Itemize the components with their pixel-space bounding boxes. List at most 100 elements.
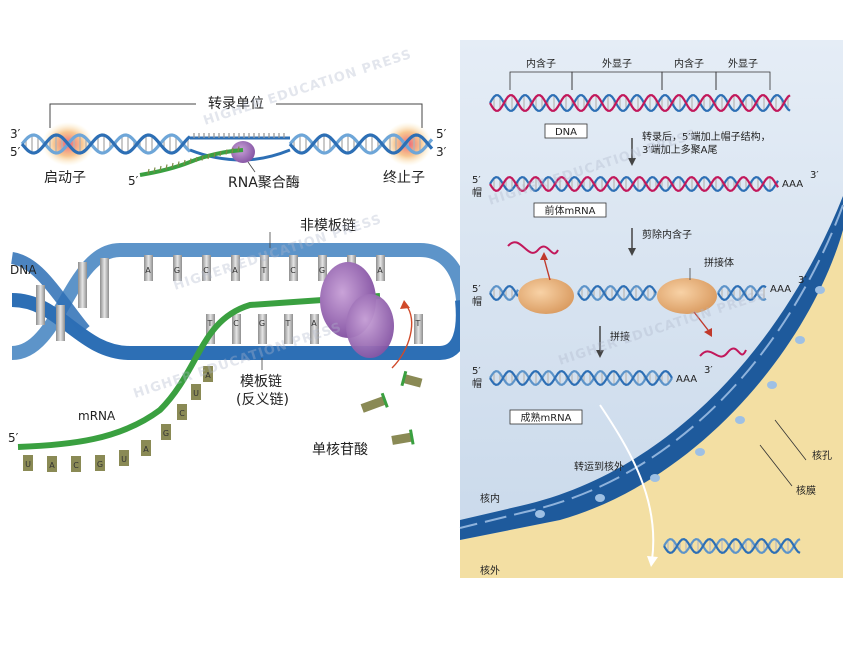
rna-tick [225, 149, 228, 155]
step1-text-2: 3′端加上多聚A尾 [642, 143, 717, 156]
rna-tick [201, 155, 204, 161]
mature-box [509, 409, 583, 425]
transport-label: 转运到核外 [574, 460, 624, 473]
mrna-base-stick [191, 384, 201, 400]
dna-label: DNA [10, 263, 37, 277]
dna-top-left-strand-back [20, 133, 192, 155]
dna-double-helix [20, 133, 434, 162]
rna-polymerase-large-b [346, 294, 394, 358]
mature-mrna-strand [489, 369, 673, 387]
template-label-2: (反义链) [236, 392, 289, 408]
mrna-base-stick [141, 440, 151, 456]
splice-tail-strand-front [717, 284, 767, 302]
nontemplate-base-stick [318, 255, 327, 281]
envelope-label: 核膜 [796, 484, 816, 497]
nuclear-pore [767, 381, 777, 389]
nontemplate-label: 非模板链 [300, 218, 356, 234]
spliceosome-left [518, 278, 574, 314]
mrna-base-letter: A [205, 371, 211, 380]
excised-intron-2 [699, 347, 747, 358]
mrna-base-letter: U [193, 389, 199, 398]
pre-prime5: 5′ [472, 175, 481, 186]
mature-mrna-strand-front [489, 369, 673, 387]
mrna-prime5-label: 5′ [8, 431, 19, 445]
nuclear-envelope [460, 196, 843, 540]
pre-prime3: 3′ [810, 170, 819, 181]
nontemplate-base-stick [260, 255, 269, 281]
rna-strand-ticks [147, 146, 240, 175]
left-top-panel: 转录单位 3′ 5′ 5′ 3′ 5′ 启动子 RNA聚合酶 终止子 [10, 95, 447, 191]
pre-mrna-strand-back [489, 175, 779, 193]
template-base-letter: C [233, 319, 239, 328]
template-base-stick [414, 314, 423, 344]
nuclear-pore [595, 494, 605, 502]
helix-stick [78, 262, 87, 308]
rna-tick [147, 168, 150, 175]
nuclear-pore [735, 416, 745, 424]
splice-prime3: 3′ [798, 275, 807, 286]
rna-tick [207, 153, 210, 160]
promoter-label: 启动子 [44, 170, 86, 186]
dna-backbone-left-twist [10, 252, 90, 334]
splice-lead-strand-front [489, 284, 519, 302]
gene-dna-strand-back [489, 94, 791, 112]
prime3-left-label: 3′ [10, 127, 21, 141]
nontemplate-base-letter: A [232, 266, 238, 275]
terminator-label: 终止子 [383, 170, 425, 186]
mature-prime3: 3′ [704, 365, 713, 376]
dna-top-left-strand-front [20, 133, 192, 155]
dna-top-right-strand-front [288, 133, 434, 155]
gene-dna-helix [489, 94, 791, 112]
rna-tick [195, 156, 198, 163]
dna-box-label: DNA [555, 127, 577, 138]
exported-mrna-strand-back [663, 537, 801, 555]
transcription-unit-label: 转录单位 [208, 96, 264, 112]
nuclear-pore [535, 510, 545, 518]
transcription-bubble [193, 133, 285, 138]
gene-structure-brackets [509, 71, 771, 90]
pre-cap: 帽 [472, 186, 482, 199]
mature-cap: 帽 [472, 377, 482, 390]
mrna-base-stick [95, 455, 105, 471]
nontemplate-base-stick [376, 255, 385, 281]
exported-mrna [663, 537, 801, 555]
unit-label-bg [196, 95, 276, 111]
splice-tail-strand-back [717, 284, 767, 302]
nontemplate-base-letter: A [145, 266, 151, 275]
mature-label: 成熟mRNA [520, 411, 571, 424]
template-base-letter: T [415, 319, 421, 328]
rna-tick [219, 150, 222, 157]
polymerase-leader [247, 161, 256, 173]
mrna-base-stick [47, 456, 57, 472]
template-base-stick [310, 314, 319, 344]
nuclear-pore [650, 474, 660, 482]
pre-mrna-strand-front [489, 175, 779, 193]
mrna-base-letter: G [97, 460, 103, 469]
watermark-1: HIGHER EDUCATION PRESS [202, 47, 414, 129]
template-base-letter: T [285, 319, 291, 328]
nuclear-pores [535, 286, 825, 518]
mrna-base-letter: A [143, 445, 149, 454]
intron-label-2: 内含子 [674, 57, 704, 70]
nontemplate-base-letter: C [290, 266, 296, 275]
dna-box [544, 123, 588, 139]
step1-text-1: 转录后，5′端加上帽子结构， [642, 130, 771, 143]
premrna-label: 前体mRNA [544, 204, 595, 217]
step2-text: 剪除内含子 [642, 228, 692, 241]
mrna-base-stick [119, 450, 129, 466]
nontemplate-base-stick [173, 255, 182, 281]
template-base-letter: A [311, 319, 317, 328]
prime5-right-label: 5′ [436, 127, 447, 141]
pore-leader [774, 419, 807, 461]
pre-aaa: AAA [782, 179, 803, 190]
rna-tick [237, 146, 240, 152]
exported-mrna-strand-front [663, 537, 801, 555]
direction-arrow [391, 304, 413, 369]
step3-text: 拼接 [610, 330, 630, 343]
mrna-strand [17, 293, 381, 450]
rna-tick [171, 162, 174, 169]
inside-label: 核内 [480, 492, 500, 505]
spliceosome-right [657, 278, 717, 314]
